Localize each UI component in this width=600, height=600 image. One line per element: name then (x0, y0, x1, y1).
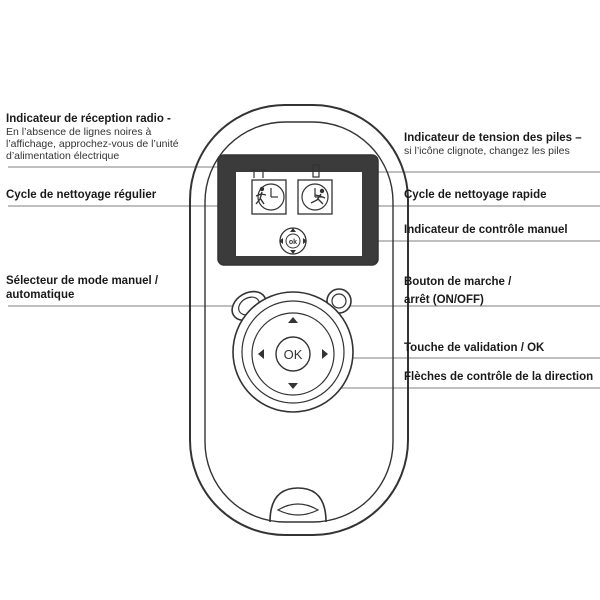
display-screen: ok (217, 154, 379, 266)
label-direction-arrows: Flèches de contrôle de la direction (404, 370, 593, 384)
label-mode-line1: Sélecteur de mode manuel / (6, 275, 159, 287)
label-radio-indicator: Indicateur de réception radio - En l’abs… (6, 112, 196, 162)
label-onoff: Bouton de marche / arrêt (ON/OFF) (404, 275, 511, 307)
screen-arrow-up-icon (290, 228, 296, 232)
label-battery-indicator: Indicateur de tension des piles – si l’i… (404, 131, 598, 157)
fast-cycle-icon (297, 179, 333, 215)
arrow-down-icon[interactable] (288, 383, 298, 389)
screen-arrow-left-icon (279, 238, 283, 244)
screen-arrow-right-icon (303, 238, 307, 244)
arrow-right-icon[interactable] (322, 349, 328, 359)
manual-control-indicator: ok (279, 227, 307, 255)
label-regular-title: Cycle de nettoyage régulier (6, 189, 157, 201)
label-manual-indicator: Indicateur de contrôle manuel (404, 223, 568, 237)
label-battery-desc: si l’icône clignote, changez les piles (404, 145, 570, 157)
remote-outer-shell (189, 104, 409, 536)
remote-body (189, 104, 409, 536)
remote-inner-shell (204, 121, 394, 523)
label-radio-desc: En l’absence de lignes noires à l’affich… (6, 126, 179, 162)
regular-cycle-icon (251, 179, 287, 215)
screen-arrow-down-icon (290, 250, 296, 254)
label-onoff-line2: arrêt (ON/OFF) (404, 294, 484, 306)
screen-ok-label: ok (289, 239, 297, 246)
ok-button-label: OK (284, 347, 303, 362)
battery-icon (312, 164, 320, 178)
label-mode-line2: automatique (6, 289, 75, 301)
label-arrows-title: Flèches de contrôle de la direction (404, 371, 594, 383)
label-ok-title: Touche de validation / OK (404, 342, 545, 354)
ok-button[interactable]: OK (275, 336, 311, 372)
label-ok-key: Touche de validation / OK (404, 341, 544, 355)
label-battery-title: Indicateur de tension des piles – (404, 132, 582, 144)
arrow-up-icon[interactable] (288, 317, 298, 323)
label-onoff-line1: Bouton de marche / (404, 276, 512, 288)
arrow-left-icon[interactable] (258, 349, 264, 359)
label-mode-selector: Sélecteur de mode manuel / automatique (6, 274, 158, 302)
label-radio-title: Indicateur de réception radio - (6, 113, 171, 125)
radio-signal-icon (250, 169, 267, 178)
label-manual-title: Indicateur de contrôle manuel (404, 224, 568, 236)
label-fast-cycle: Cycle de nettoyage rapide (404, 188, 547, 202)
label-fast-title: Cycle de nettoyage rapide (404, 189, 547, 201)
lanyard-loop (269, 487, 327, 523)
label-regular-cycle: Cycle de nettoyage régulier (6, 188, 156, 202)
